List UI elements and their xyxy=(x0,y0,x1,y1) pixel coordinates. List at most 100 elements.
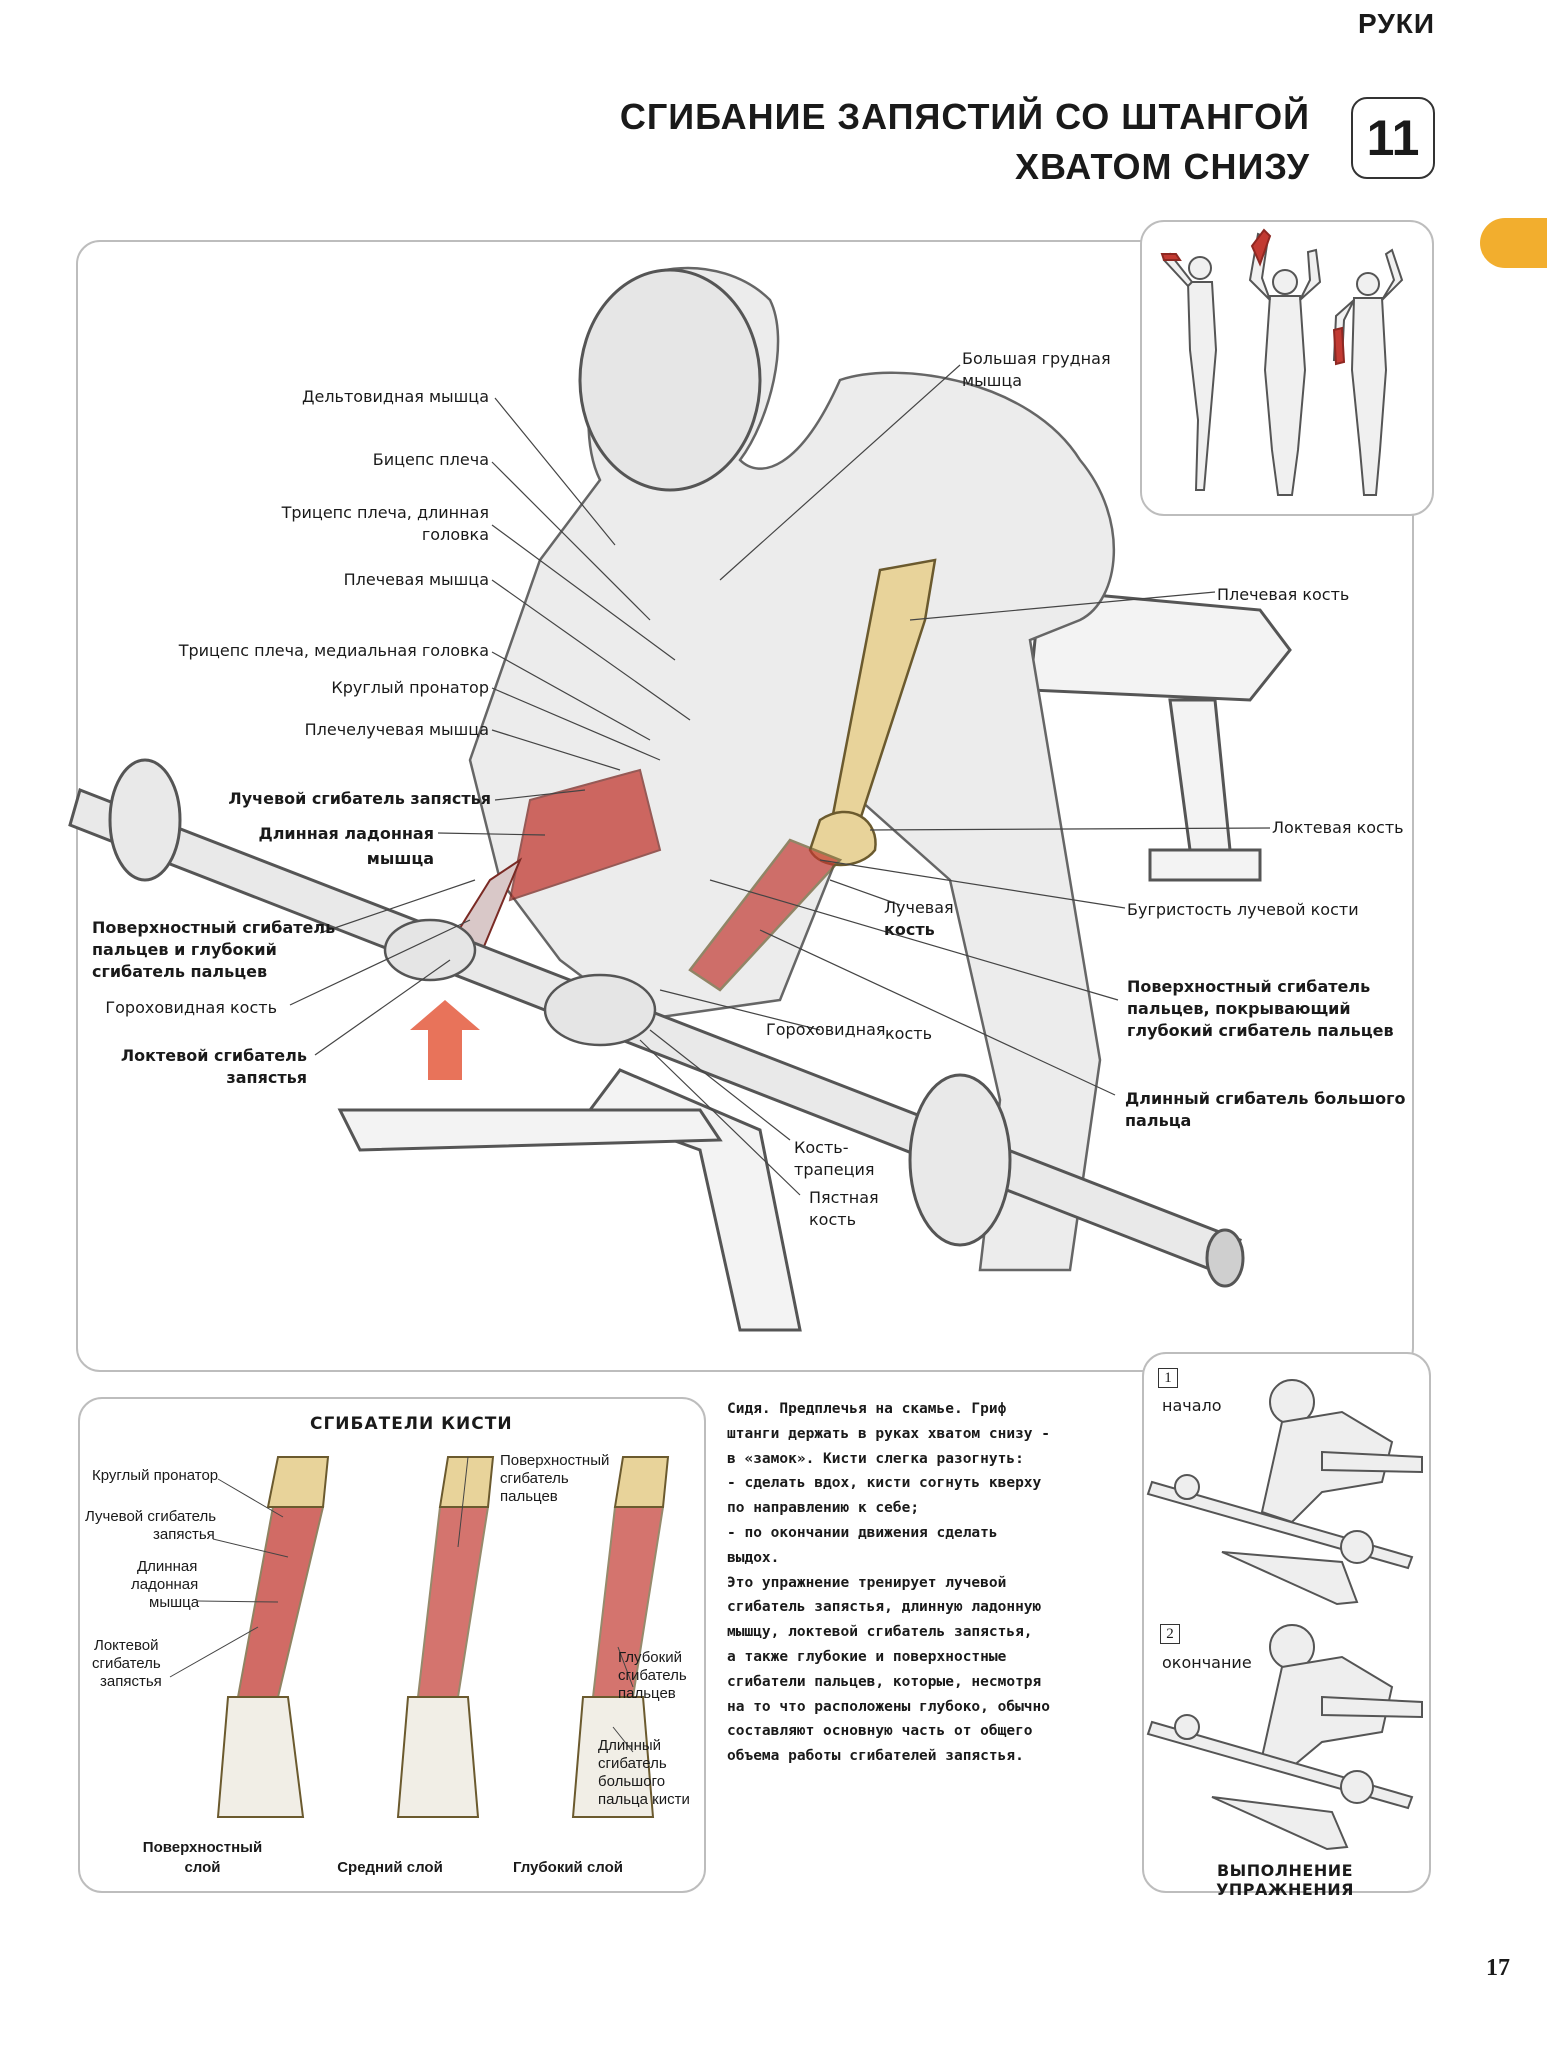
muscle-map-figures xyxy=(1160,228,1404,496)
desc-line: в «замок». Кисти слегка разогнуть: xyxy=(727,1450,1024,1467)
desc-line: Это упражнение тренирует лучевой xyxy=(727,1574,1007,1591)
leader-lines xyxy=(289,364,1271,1196)
desc-line: а также глубокие и поверхностные xyxy=(727,1648,1007,1665)
exercise-number-badge: 11 xyxy=(1351,97,1435,179)
label-pronator: Круглый пронатор xyxy=(331,678,489,697)
flexor-label-fcu-3: запястья xyxy=(100,1673,162,1690)
desc-line: составляют основную часть от общего xyxy=(727,1723,1033,1740)
step-2-number: 2 xyxy=(1160,1624,1180,1644)
flexor-label-fpl-1: Длинный xyxy=(598,1737,662,1754)
section-tab-marker xyxy=(1480,218,1547,268)
caption-middle-layer: Средний слой xyxy=(337,1859,443,1876)
page-number: 17 xyxy=(1486,1955,1510,1981)
flexor-label-fds-2: сгибатель xyxy=(500,1470,569,1487)
label-pisiform-left: Гороховидная кость xyxy=(105,998,277,1017)
label-palmaris-2: мышца xyxy=(366,849,434,868)
flexor-label-palmaris-3: мышца xyxy=(149,1594,200,1611)
label-trapezium-2: трапеция xyxy=(794,1160,875,1179)
label-triceps-medial: Трицепс плеча, медиальная головка xyxy=(178,641,489,660)
label-brachioradialis: Плечелучевая мышца xyxy=(304,720,489,739)
desc-line: Сидя. Предплечья на скамье. Гриф xyxy=(727,1401,1007,1417)
flexor-label-palmaris-1: Длинная xyxy=(137,1558,198,1575)
label-radius-1: Лучевая xyxy=(884,898,954,917)
right-hand xyxy=(543,973,657,1047)
wrist-flexors-title: СГИБАТЕЛИ КИСТИ xyxy=(310,1414,513,1434)
label-pectoralis-1: Большая грудная xyxy=(962,349,1111,368)
label-fds-1: Поверхностный сгибатель xyxy=(92,918,336,937)
desc-line: - по окончании движения сделать xyxy=(727,1524,998,1541)
page-title-line-2: ХВАТОМ СНИЗУ xyxy=(1015,146,1310,187)
step-2-label: окончание xyxy=(1162,1653,1252,1672)
caption-superficial-line-1: Поверхностный xyxy=(142,1839,263,1856)
exercise-description: Сидя. Предплечья на скамье. Гриф штанги … xyxy=(727,1397,1115,1769)
flexor-label-fds-3: пальцев xyxy=(500,1488,558,1505)
label-fcr: Лучевой сгибатель запястья xyxy=(228,789,491,808)
bench xyxy=(337,588,1292,1332)
steps-caption: ВЫПОЛНЕНИЕ УПРАЖНЕНИЯ xyxy=(1216,1861,1354,1899)
barbell xyxy=(68,758,1245,1288)
label-fds-cover-1: Поверхностный сгибатель xyxy=(1127,977,1371,996)
label-triceps-long-2: головка xyxy=(421,525,489,544)
label-trapezium-1: Кость- xyxy=(794,1138,849,1157)
label-fcu-2: запястья xyxy=(226,1068,307,1087)
label-fds-2: пальцев и глубокий xyxy=(92,940,277,959)
main-illustration xyxy=(68,266,1292,1332)
caption-deep-layer: Глубокий слой xyxy=(512,1859,624,1876)
flexor-label-fcu-2: сгибатель xyxy=(92,1655,161,1672)
caption-superficial-line-2: слой xyxy=(184,1859,221,1876)
desc-line: выдох. xyxy=(727,1549,780,1566)
flexor-label-palmaris-2: ладонная xyxy=(131,1576,199,1593)
flexor-label-fcr-2: запястья xyxy=(153,1526,215,1543)
desc-line: сгибатель запястья, длинную ладонную xyxy=(727,1599,1042,1616)
label-metacarpal-2: кость xyxy=(809,1210,856,1229)
page-title-line-1: СГИБАНИЕ ЗАПЯСТИЙ СО ШТАНГОЙ xyxy=(619,96,1310,137)
label-humerus: Плечевая кость xyxy=(1217,585,1350,604)
label-ulna: Локтевая кость xyxy=(1272,818,1404,837)
label-pisiform-right-a: Гороховидная xyxy=(766,1020,886,1039)
direction-arrow-icon xyxy=(410,1000,480,1080)
label-fds-cover-3: глубокий сгибатель пальцев xyxy=(1127,1021,1394,1040)
label-brachialis: Плечевая мышца xyxy=(343,570,489,589)
caption-superficial-layer: Поверхностный слой xyxy=(120,1838,285,1878)
step-1-label: начало xyxy=(1162,1396,1222,1415)
desc-line: - сделать вдох, кисти согнуть кверху xyxy=(727,1475,1042,1492)
flexor-label-fds-1: Поверхностный xyxy=(500,1452,610,1469)
label-fds-3: сгибатель пальцев xyxy=(92,962,268,981)
flexor-label-fcu-1: Локтевой xyxy=(94,1637,159,1654)
label-metacarpal-1: Пястная xyxy=(809,1188,879,1207)
desc-line: по направлению к себе; xyxy=(727,1500,920,1517)
label-radius-2: кость xyxy=(884,920,935,939)
desc-line: на то что расположены глубоко, обычно xyxy=(727,1698,1051,1715)
flexor-label-fpl-2: сгибатель xyxy=(598,1755,667,1772)
step-illustrations xyxy=(1146,1379,1423,1851)
flexor-label-fpl-4: пальца кисти xyxy=(598,1791,690,1808)
section-label: РУКИ xyxy=(1358,8,1435,39)
label-fds-cover-2: пальцев, покрывающий xyxy=(1127,999,1351,1018)
flexor-label-fdp-1: Глубокий xyxy=(618,1649,682,1666)
desc-line: мышцу, локтевой сгибатель запястья, xyxy=(727,1624,1033,1641)
label-fpl-2: пальца xyxy=(1125,1111,1192,1130)
right-arm-bone xyxy=(688,558,937,992)
flexor-label-pronator: Круглый пронатор xyxy=(92,1467,219,1484)
label-fcu-1: Локтевой сгибатель xyxy=(120,1046,307,1065)
label-biceps: Бицепс плеча xyxy=(372,450,489,469)
label-deltoid: Дельтовидная мышца xyxy=(301,387,489,406)
desc-line: штанги держать в руках хватом снизу - xyxy=(727,1425,1051,1442)
label-radial-tuberosity: Бугристость лучевой кости xyxy=(1127,900,1359,919)
flexor-label-fdp-2: сгибатель xyxy=(618,1667,687,1684)
desc-line: сгибатели пальцев, которые, несмотря xyxy=(727,1673,1042,1690)
label-pectoralis-2: мышца xyxy=(962,371,1023,390)
forearm-layers-illustration xyxy=(169,1456,670,1818)
desc-line: объема работы сгибателей запястья. xyxy=(727,1748,1024,1765)
label-palmaris-1: Длинная ладонная xyxy=(258,824,434,843)
label-fpl-1: Длинный сгибатель большого xyxy=(1125,1089,1406,1108)
page-title: СГИБАНИЕ ЗАПЯСТИЙ СО ШТАНГОЙ ХВАТОМ СНИЗ… xyxy=(520,92,1310,192)
step-1-number: 1 xyxy=(1158,1368,1178,1388)
left-hand xyxy=(383,918,477,982)
flexor-label-fpl-3: большого xyxy=(598,1773,666,1790)
athlete-head xyxy=(578,268,762,492)
label-triceps-long-1: Трицепс плеча, длинная xyxy=(281,503,489,522)
flexor-label-fcr-1: Лучевой сгибатель xyxy=(85,1508,217,1525)
flexor-label-fdp-3: пальцев xyxy=(618,1685,676,1702)
label-pisiform-right-b: кость xyxy=(885,1024,932,1043)
